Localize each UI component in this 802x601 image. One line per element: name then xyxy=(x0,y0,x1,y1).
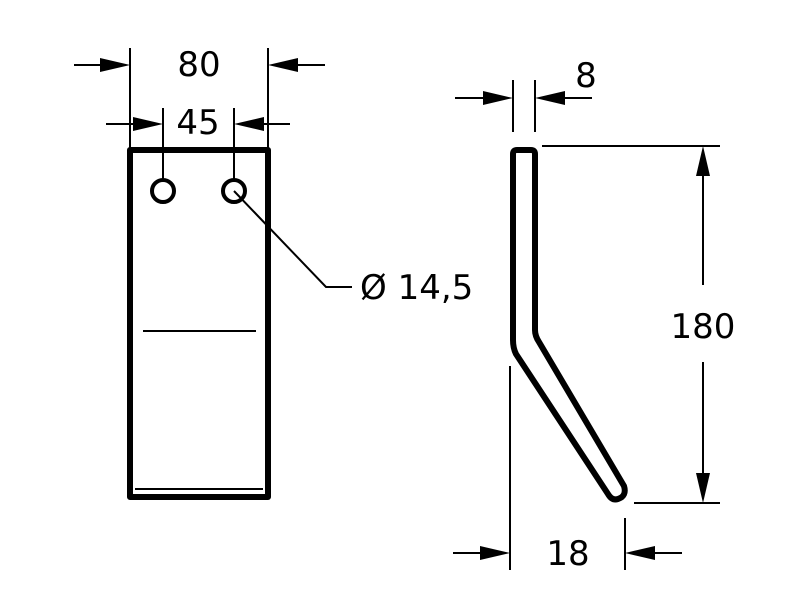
front-plate-outline xyxy=(127,147,271,500)
label-offset: 18 xyxy=(546,534,589,574)
front-view xyxy=(127,147,271,500)
dimension-overall-width: 80 xyxy=(74,45,325,150)
dimension-offset: 18 xyxy=(453,366,682,574)
label-overall-width: 80 xyxy=(177,45,220,85)
dimension-thickness: 8 xyxy=(455,56,597,132)
dimension-hole-spacing: 45 xyxy=(106,103,290,180)
side-profile-outline xyxy=(510,147,628,503)
label-height: 180 xyxy=(671,307,736,347)
hole-left xyxy=(150,178,176,204)
dimension-height: 180 xyxy=(542,145,736,504)
label-thickness: 8 xyxy=(575,56,597,96)
label-hole-spacing: 45 xyxy=(176,103,219,143)
side-view xyxy=(510,147,628,503)
label-hole-diameter: Ø 14,5 xyxy=(360,268,473,308)
leader-hole-diameter: Ø 14,5 xyxy=(233,190,473,308)
